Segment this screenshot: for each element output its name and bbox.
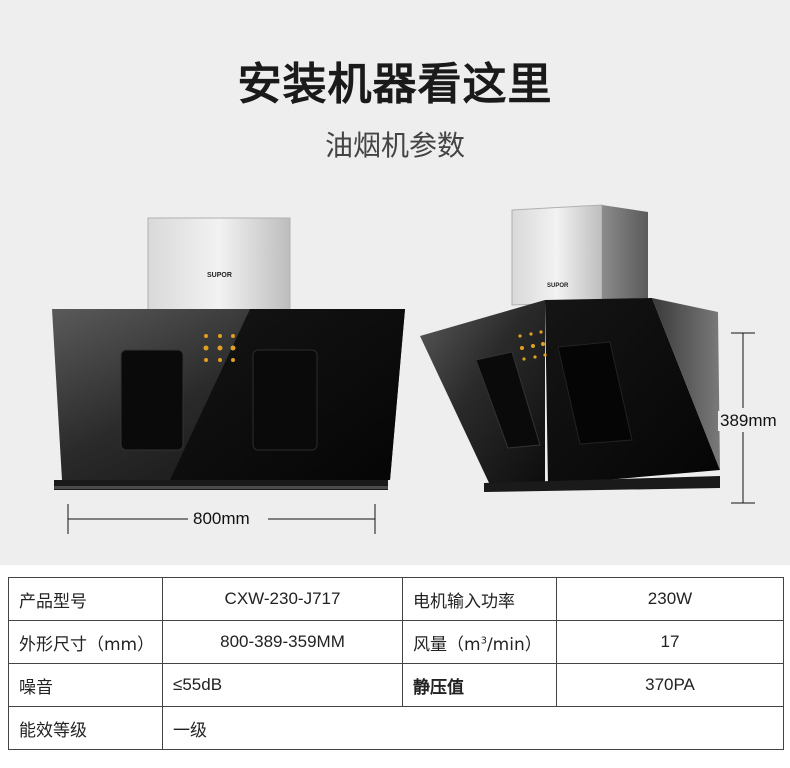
spec-value: 370PA [556, 663, 784, 707]
spec-value: 一级 [162, 706, 784, 750]
spec-label: 能效等级 [8, 706, 163, 750]
airflow-label-pre: 风量（m [413, 634, 481, 655]
control-panel [203, 334, 236, 362]
spec-table: 产品型号 CXW-230-J717 电机输入功率 230W 外形尺寸（mm） 8… [8, 577, 784, 750]
width-dimension-label: 800mm [191, 509, 252, 529]
table-row: 噪音 ≤55dB 静压值 370PA [8, 663, 784, 707]
brand-logo: SUPOR [207, 272, 232, 279]
page-title: 安装机器看这里 [237, 59, 553, 110]
range-hood-illustration: SUPOR SUPOR [52, 204, 755, 534]
right-hood-side-view: SUPOR [420, 204, 755, 504]
spec-label: 电机输入功率 [402, 577, 557, 621]
svg-text:SUPOR: SUPOR [547, 283, 569, 289]
right-vent [252, 349, 318, 451]
spec-label: 静压值 [402, 663, 557, 707]
spec-label: 外形尺寸（mm） [8, 620, 163, 664]
spec-label: 产品型号 [8, 577, 163, 621]
spec-value: 17 [556, 620, 784, 664]
airflow-label-sup: 3 [480, 634, 487, 646]
left-chimney [147, 217, 291, 311]
page-subtitle: 油烟机参数 [324, 129, 465, 162]
left-hood-front-view: SUPOR [52, 217, 405, 534]
table-row: 产品型号 CXW-230-J717 电机输入功率 230W [8, 577, 784, 621]
airflow-label-post: /min） [486, 634, 542, 655]
spec-label: 噪音 [8, 663, 163, 707]
spec-value: 800-389-359MM [162, 620, 403, 664]
table-row: 能效等级 一级 [8, 706, 784, 750]
spec-label: 风量（m3/min） [402, 620, 557, 664]
table-row: 外形尺寸（mm） 800-389-359MM 风量（m3/min） 17 [8, 620, 784, 664]
spec-value: 230W [556, 577, 784, 621]
spec-value: CXW-230-J717 [162, 577, 403, 621]
spec-value: ≤55dB [162, 663, 403, 707]
height-dimension-label: 389mm [718, 411, 779, 431]
left-vent [120, 349, 184, 451]
